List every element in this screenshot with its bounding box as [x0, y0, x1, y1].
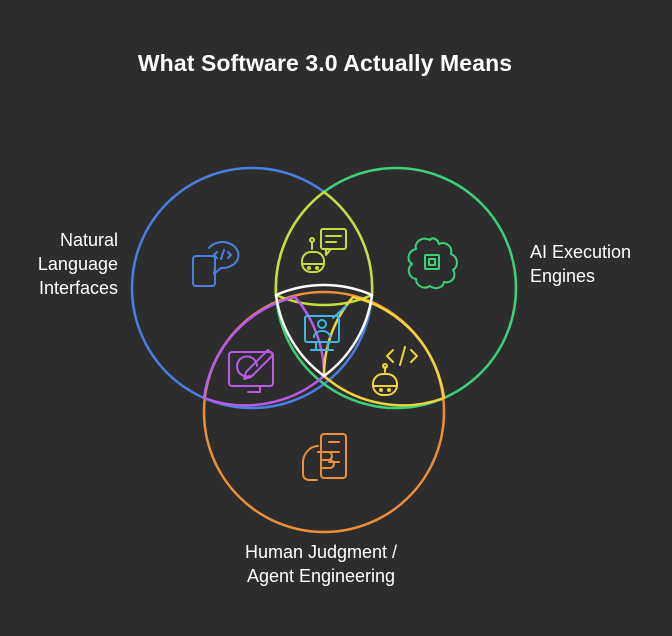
label-line: Language: [37, 254, 118, 274]
brain-chip-icon: [407, 237, 458, 290]
natural-language-circle: [130, 166, 374, 410]
label-line: Engines: [530, 266, 596, 286]
robot-chat-icon: [301, 228, 347, 273]
code-speech-phone-icon: [192, 241, 240, 287]
label-line: AI Execution: [530, 242, 632, 262]
language-ai-intersection-outline: [274, 190, 374, 307]
label-line: Human Judgment /: [244, 542, 398, 562]
center-intersection-outline: [274, 283, 374, 378]
human-judgment-circle: [202, 290, 446, 534]
robot-code-icon: [372, 346, 418, 396]
ai-execution-circle: [274, 166, 518, 410]
hand-phone-icon: [302, 433, 347, 481]
language-human-intersection-outline: [202, 295, 326, 407]
label-line: Agent Engineering: [246, 566, 396, 586]
page-title: What Software 3.0 Actually Means: [137, 50, 513, 76]
pen-tablet-icon: [228, 349, 274, 393]
ai-human-intersection-outline: [322, 295, 446, 407]
label-line: Interfaces: [38, 278, 118, 298]
monitor-user-icon: [304, 305, 347, 351]
human-judgment-label: Human Judgment / Agent Engineering: [200, 540, 442, 588]
ai-execution-label: AI Execution Engines: [530, 240, 631, 288]
natural-language-label: Natural Language Interfaces: [38, 228, 118, 300]
label-line: Natural: [59, 230, 118, 250]
